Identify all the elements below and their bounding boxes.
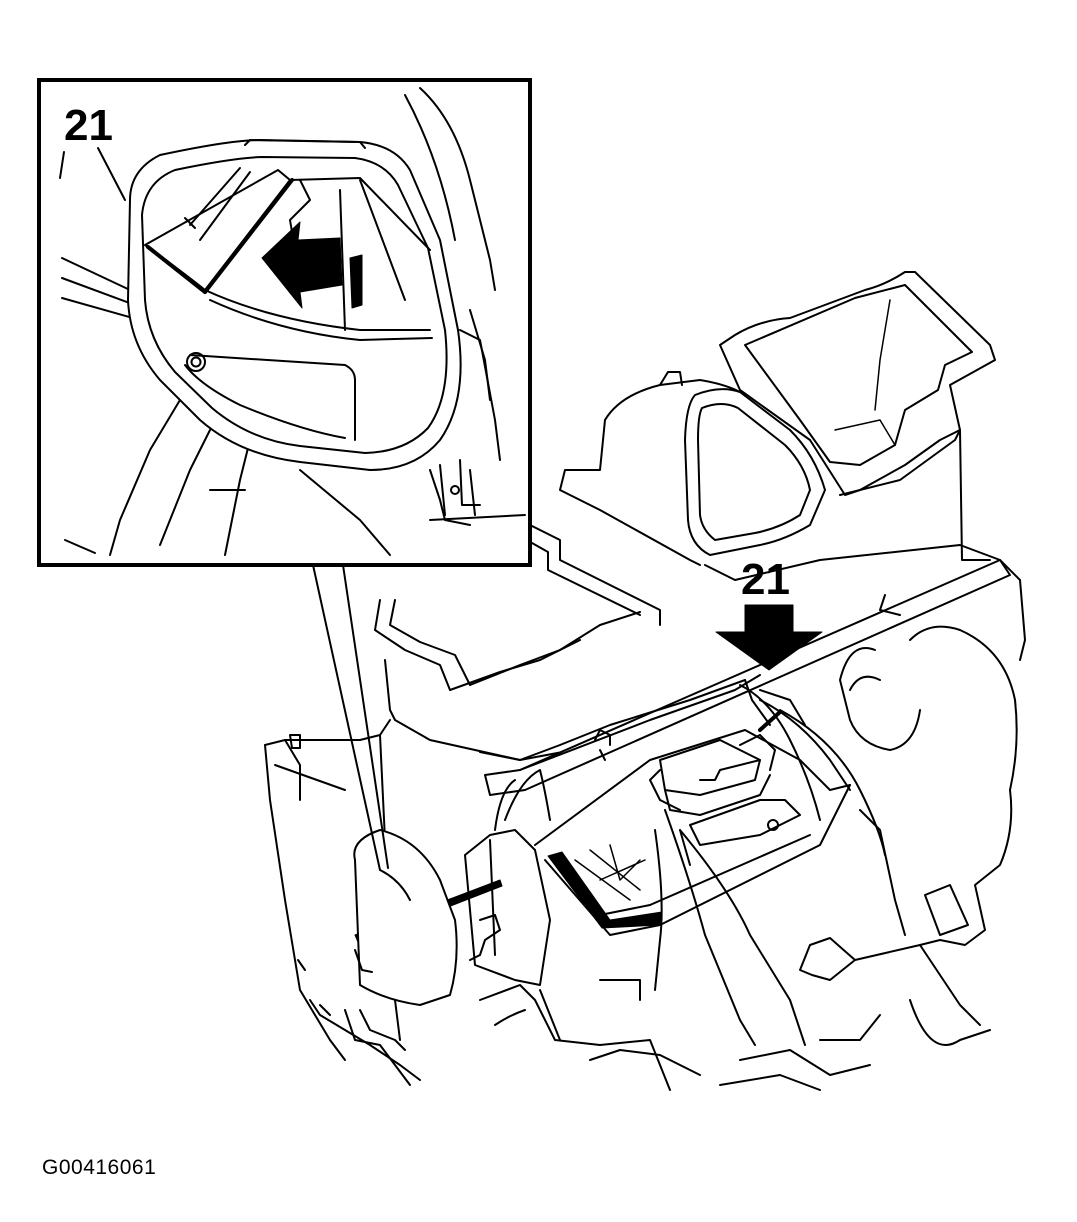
heater-housing-assembly — [264, 271, 1026, 1091]
inset-callout-label: 21 — [64, 101, 113, 150]
figure-code: G00416061 — [42, 1156, 157, 1179]
leader-lines — [312, 564, 389, 871]
main-callout-arrow — [715, 604, 823, 671]
inset-detail — [37, 78, 532, 567]
main-callout-label: 21 — [741, 555, 790, 604]
